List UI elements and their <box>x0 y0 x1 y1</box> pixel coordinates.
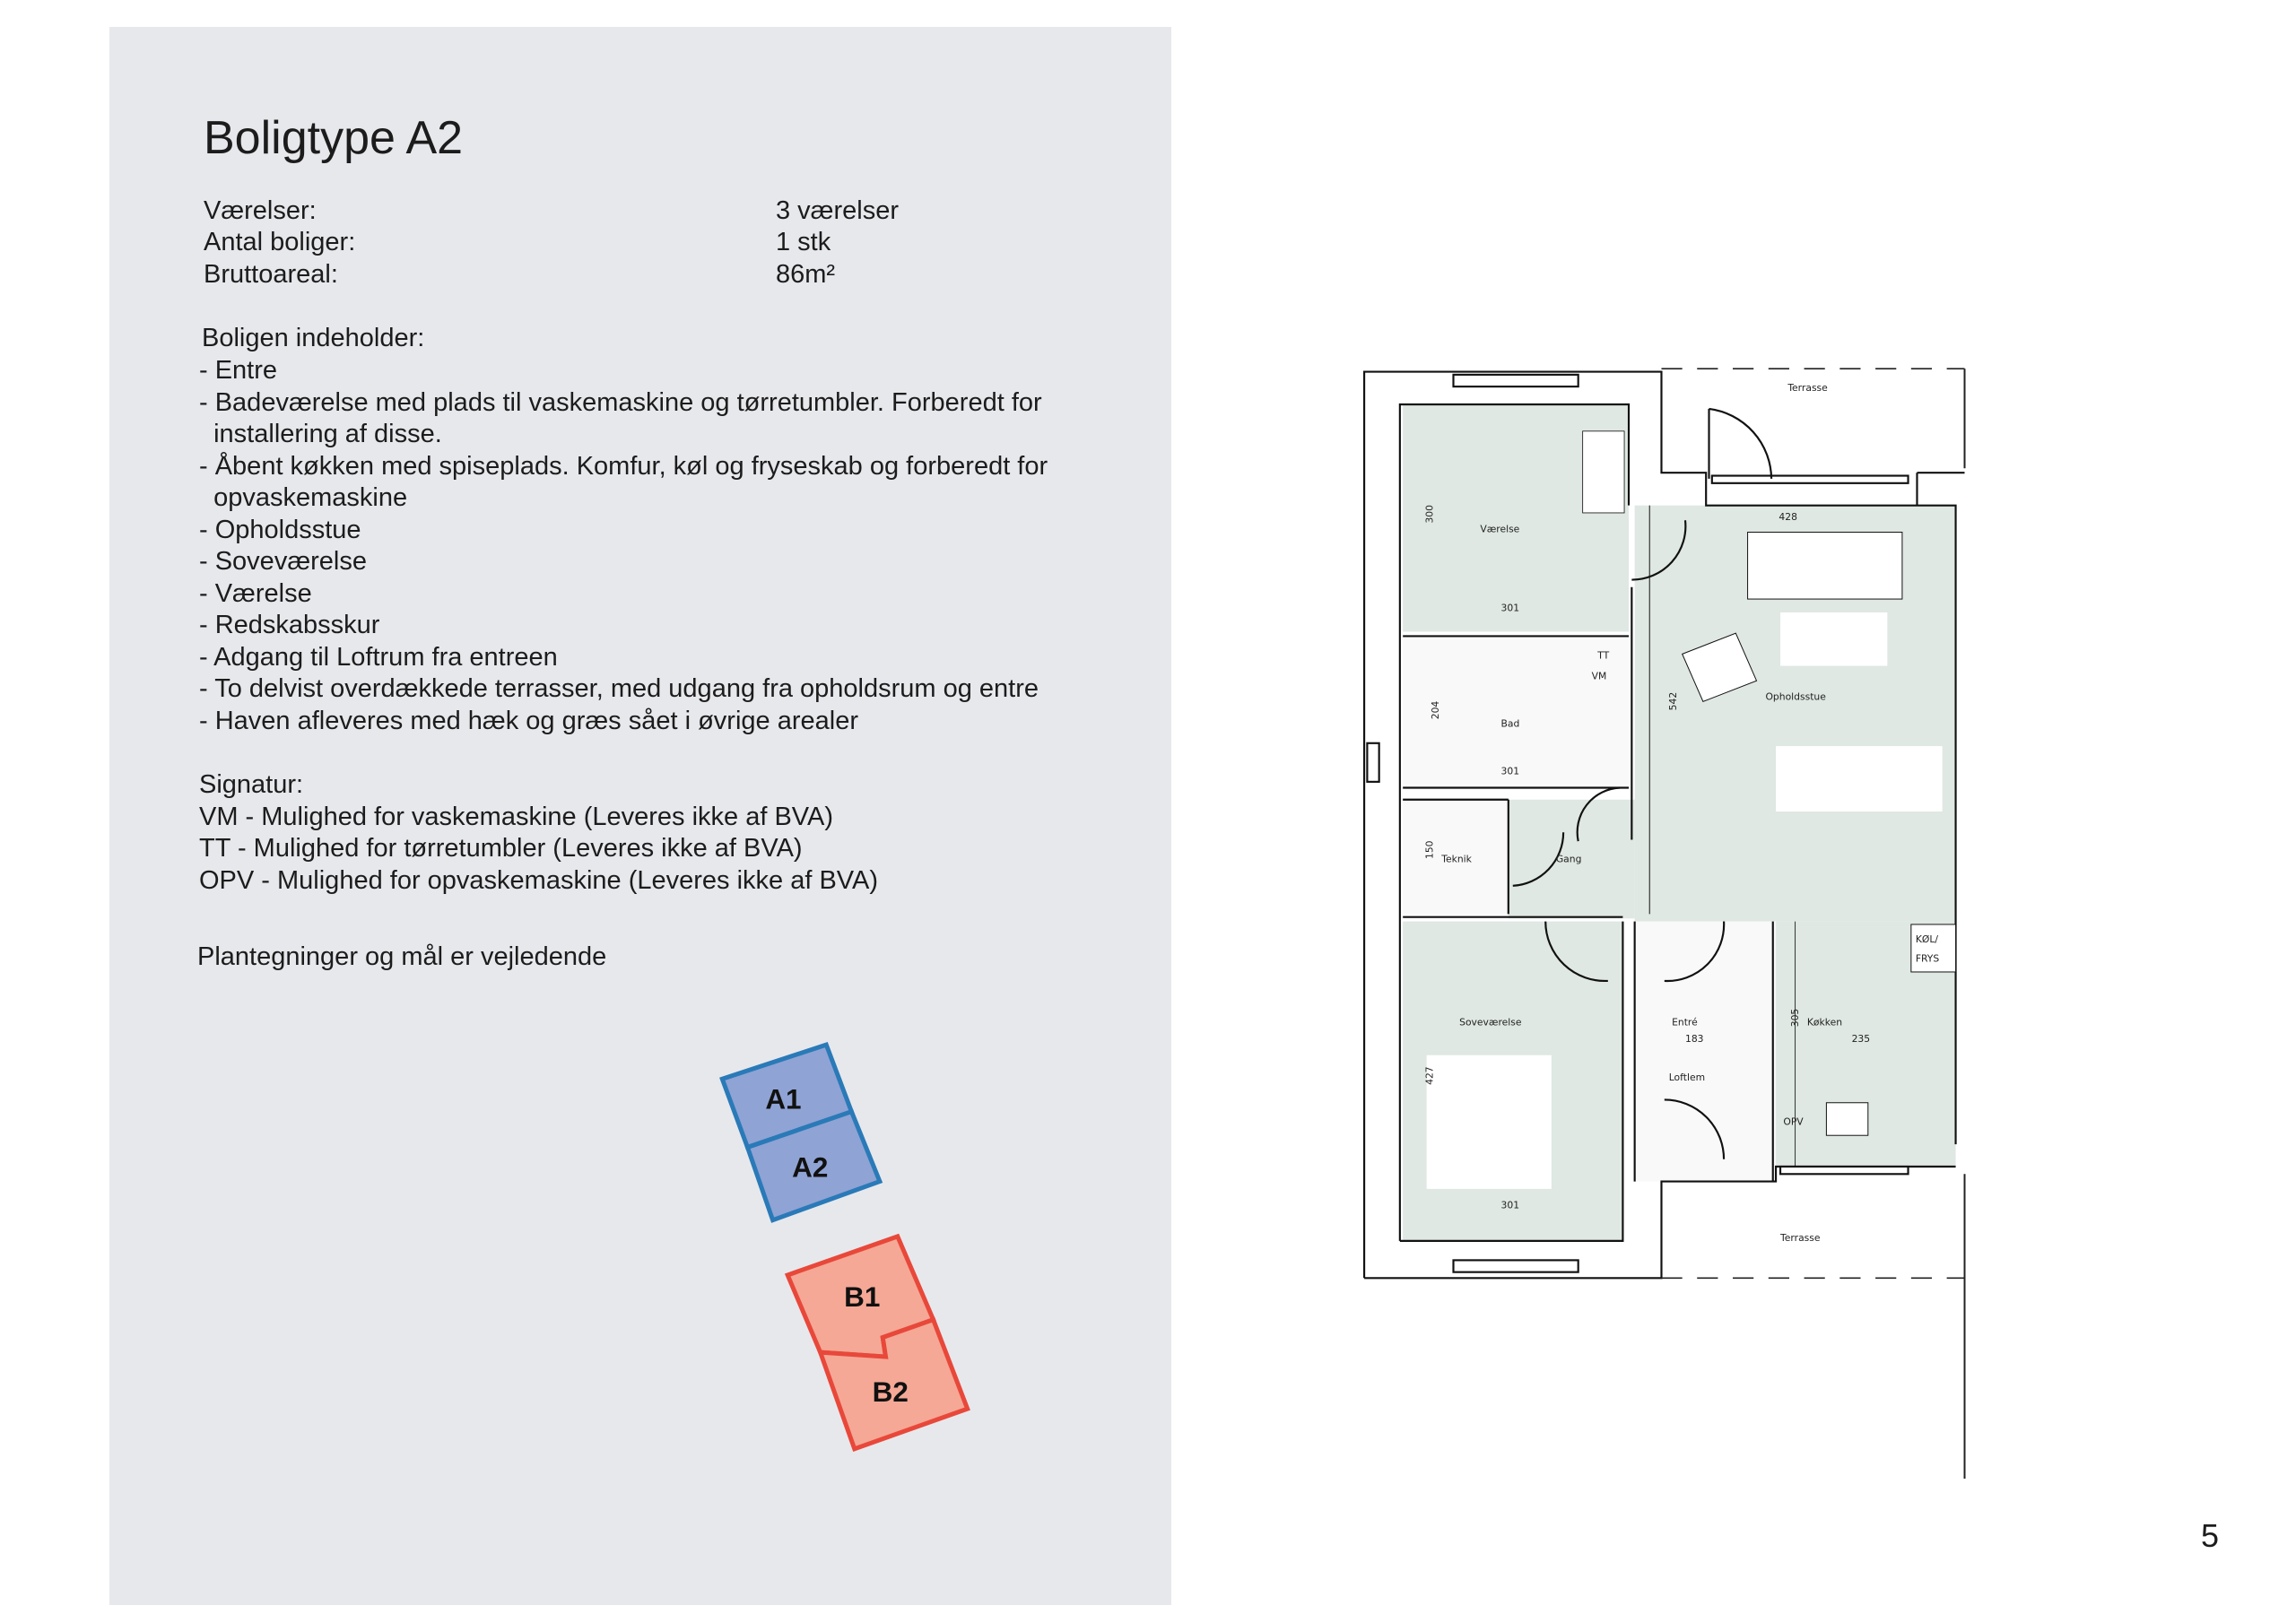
terrace-outline <box>1661 368 1965 1280</box>
contents-item: - Haven afleveres med hæk og græs sået i… <box>199 706 858 735</box>
label-terrace-bottom: Terrasse <box>1779 1232 1821 1244</box>
label-kol: KØL/ <box>1916 933 1939 945</box>
dim-vaerelse-h: 300 <box>1423 505 1435 524</box>
label-opv: OPV <box>1783 1116 1804 1128</box>
dim-bad-h: 204 <box>1430 701 1441 720</box>
label-vm: VM <box>1592 671 1607 682</box>
contents-item: - Adgang til Loftrum fra entreen <box>199 642 558 672</box>
label-a2: A2 <box>792 1152 828 1184</box>
label-terrace-top: Terrasse <box>1787 382 1828 394</box>
dim-vaerelse-w: 301 <box>1501 602 1520 613</box>
contents-heading: Boligen indeholder: <box>202 324 425 352</box>
label-b1: B1 <box>844 1281 880 1313</box>
fact-value: 3 værelser <box>776 196 899 225</box>
label-sove: Soveværelse <box>1459 1017 1522 1028</box>
label-tt: TT <box>1596 649 1609 661</box>
dim-sove-h: 427 <box>1423 1066 1435 1085</box>
fact-label: Værelser: <box>204 196 317 225</box>
dim-ophold-h: 542 <box>1667 692 1679 711</box>
contents-item: - Soveværelse <box>199 547 367 576</box>
page-title: Boligtype A2 <box>204 112 464 164</box>
label-teknik: Teknik <box>1440 853 1472 864</box>
label-a1: A1 <box>765 1083 801 1115</box>
label-ophold: Opholdsstue <box>1765 691 1826 703</box>
page-number: 5 <box>2201 1517 2220 1554</box>
contents-item: - Opholdsstue <box>199 515 361 544</box>
label-entre: Entré <box>1672 1017 1698 1028</box>
label-koekken: Køkken <box>1807 1017 1842 1028</box>
label-bad: Bad <box>1501 718 1520 730</box>
contents-item: installering af disse. <box>199 420 442 448</box>
dim-ophold-w: 428 <box>1779 511 1797 523</box>
contents-item: - Værelse <box>199 578 312 608</box>
contents-item: - Badeværelse med plads til vaskemaskine… <box>199 387 1042 417</box>
fact-value: 1 stk <box>776 228 831 256</box>
site-map: A1 A2 B1 B2 <box>719 1042 970 1453</box>
fact-label: Antal boliger: <box>204 228 356 256</box>
label-vaerelse: Værelse <box>1480 523 1519 534</box>
contents-item: - Entre <box>199 356 278 385</box>
floor-plan <box>1363 370 1965 1280</box>
plan-labels: Terrasse Terrasse Værelse 300 301 Bad 20… <box>1423 382 1939 1244</box>
label-frys: FRYS <box>1916 952 1940 964</box>
signatur-heading: Signatur: <box>199 770 304 799</box>
disclaimer: Plantegninger og mål er vejledende <box>197 942 607 971</box>
contents-item: - Redskabsskur <box>199 611 380 639</box>
fact-value: 86m² <box>776 260 836 289</box>
label-loftlem: Loftlem <box>1669 1072 1705 1083</box>
info-panel <box>109 27 1171 1605</box>
dim-bad-w: 301 <box>1501 766 1520 777</box>
signatur-item: OPV - Mulighed for opvaskemaskine (Lever… <box>199 866 879 895</box>
dim-koekken-w: 235 <box>1852 1033 1871 1045</box>
block-a2 <box>744 1108 883 1223</box>
contents-item: opvaskemaskine <box>199 483 408 512</box>
contents-item: - Åbent køkken med spiseplads. Komfur, k… <box>199 451 1048 481</box>
contents-item: - To delvist overdækkede terrasser, med … <box>199 674 1039 703</box>
dim-teknik-h: 150 <box>1423 840 1435 859</box>
label-b2: B2 <box>873 1376 909 1408</box>
fact-label: Bruttoareal: <box>204 260 338 289</box>
dim-koekken-h: 305 <box>1789 1009 1801 1028</box>
dim-entre-w: 183 <box>1685 1033 1704 1045</box>
signatur-item: VM - Mulighed for vaskemaskine (Leveres … <box>199 803 834 831</box>
block-b2 <box>817 1316 970 1453</box>
label-gang: Gang <box>1556 853 1582 864</box>
signatur-item: TT - Mulighed for tørretumbler (Leveres … <box>199 834 803 863</box>
dim-sove-w: 301 <box>1501 1199 1520 1211</box>
